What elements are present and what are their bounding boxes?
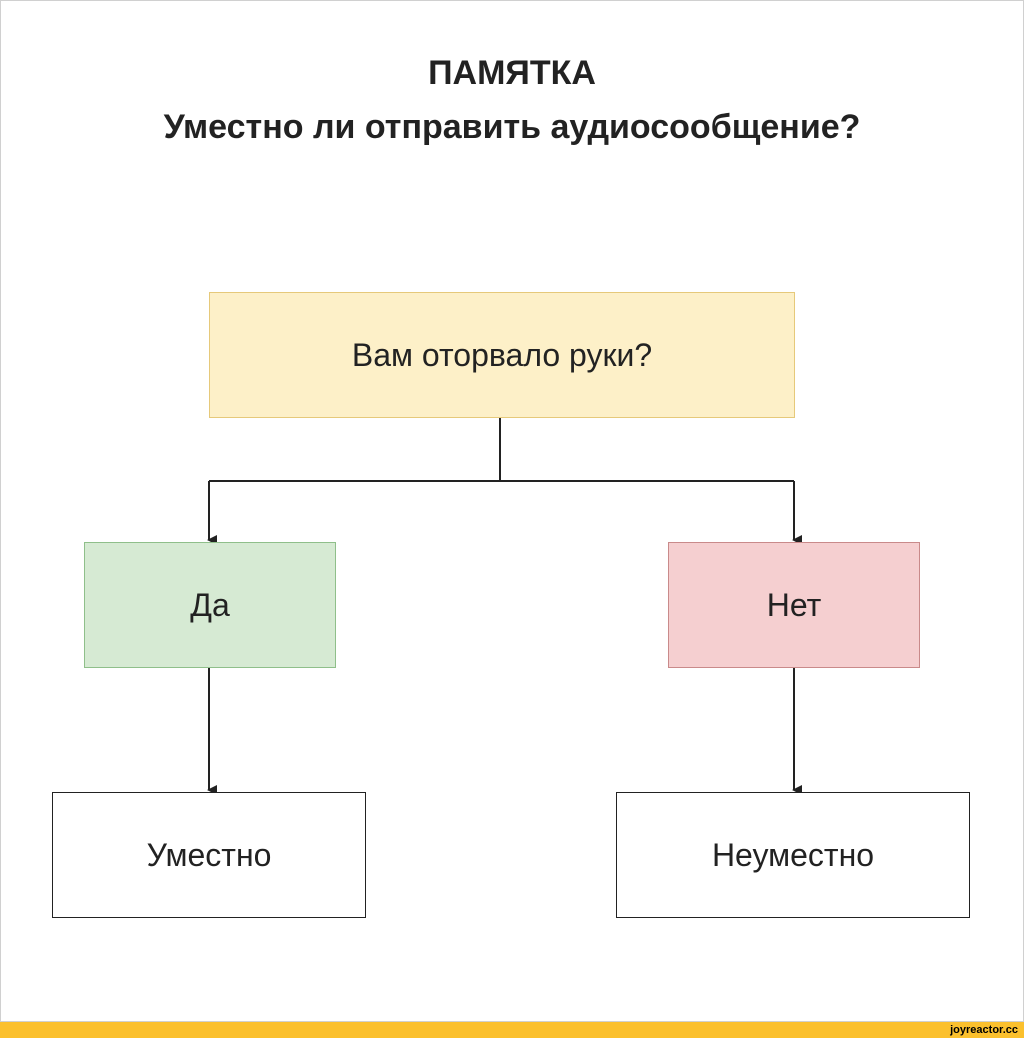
node-yes-label: Да	[190, 586, 230, 623]
node-no: Нет	[668, 542, 920, 668]
node-yes-result-label: Уместно	[146, 836, 272, 873]
node-question: Вам оторвало руки?	[209, 292, 795, 418]
node-no-result: Неуместно	[616, 792, 970, 918]
node-no-result-label: Неуместно	[711, 836, 875, 873]
title-memo: ПАМЯТКА	[428, 54, 596, 92]
footer-bar	[0, 1022, 1024, 1038]
node-yes: Да	[84, 542, 336, 668]
node-no-label: Нет	[766, 586, 822, 623]
node-yes-result: Уместно	[52, 792, 366, 918]
title-question: Уместно ли отправить аудиосообщение?	[163, 108, 861, 146]
footer-site-link[interactable]: joyreactor.cc	[950, 1024, 1018, 1036]
node-question-label: Вам оторвало руки?	[351, 336, 653, 373]
